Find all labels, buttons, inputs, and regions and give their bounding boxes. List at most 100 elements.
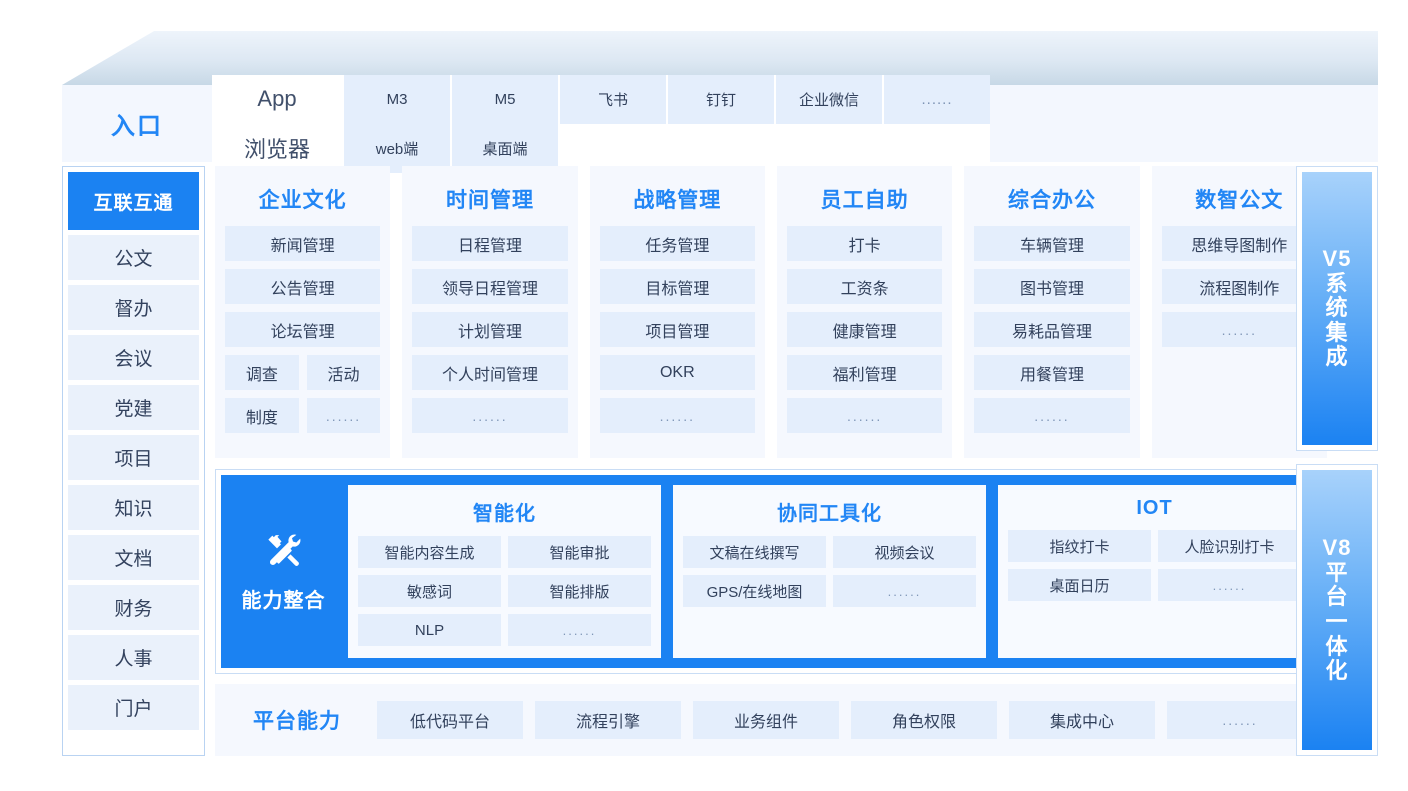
tools-icon	[264, 534, 304, 575]
capability-item[interactable]: 文稿在线撰写	[683, 536, 826, 568]
capability-card-title: 协同工具化	[777, 503, 882, 525]
module-item[interactable]: ......	[599, 398, 755, 433]
module-item[interactable]: 个人时间管理	[412, 355, 568, 390]
module-item[interactable]: 项目管理	[599, 312, 755, 347]
module-item[interactable]: 工资条	[786, 269, 943, 304]
capability-item[interactable]: ......	[508, 614, 651, 646]
module-item[interactable]: ......	[1161, 312, 1317, 347]
side-bar-v8[interactable]: V8平台一体化	[1296, 464, 1378, 756]
sidebar-item-门户[interactable]: 门户	[68, 685, 199, 730]
capability-item[interactable]: GPS/在线地图	[683, 575, 826, 607]
entry-item[interactable]: M3	[344, 74, 450, 124]
platform-item[interactable]: ......	[1167, 701, 1313, 739]
side-bar-v5-label: V5系统集成	[1322, 245, 1352, 370]
capability-card-grid: 指纹打卡人脸识别打卡桌面日历......	[1008, 530, 1301, 601]
entry-item[interactable]: M5	[452, 74, 558, 124]
module-item[interactable]: ......	[974, 398, 1130, 433]
capability-item[interactable]: 智能排版	[508, 575, 651, 607]
module-item[interactable]: 论坛管理	[225, 312, 381, 347]
capability-item[interactable]: 智能审批	[508, 536, 651, 568]
capability-integration-block: 能力整合	[231, 531, 336, 613]
capability-item[interactable]: 桌面日历	[1008, 569, 1151, 601]
sidebar-item-人事[interactable]: 人事	[68, 635, 199, 680]
sidebar-item-督办[interactable]: 督办	[68, 285, 199, 330]
module-item[interactable]: ......	[412, 398, 568, 433]
module-item[interactable]: 计划管理	[412, 312, 568, 347]
capability-label: 能力整合	[241, 589, 326, 612]
capability-item[interactable]: 敏感词	[358, 575, 501, 607]
sidebar-item-党建[interactable]: 党建	[68, 385, 199, 430]
sidebar-item-会议[interactable]: 会议	[68, 335, 199, 380]
module-item[interactable]: ......	[306, 398, 381, 433]
capability-card-title: 智能化	[473, 503, 536, 525]
sidebar-item-文档[interactable]: 文档	[68, 535, 199, 580]
module-item[interactable]: 流程图制作	[1161, 269, 1317, 304]
capability-item-row: 桌面日历......	[1008, 569, 1301, 601]
module-item[interactable]: 活动	[306, 355, 381, 390]
platform-item[interactable]: 低代码平台	[377, 701, 523, 739]
platform-item[interactable]: 集成中心	[1009, 701, 1155, 739]
module-item[interactable]: 车辆管理	[974, 226, 1130, 261]
capability-item[interactable]: 人脸识别打卡	[1158, 530, 1301, 562]
module-item[interactable]: 制度	[225, 398, 299, 433]
module-column-4: 员工自助打卡工资条健康管理福利管理......	[776, 166, 953, 458]
sidebar-item-项目[interactable]: 项目	[68, 435, 199, 480]
capability-item-row: 敏感词智能排版	[358, 575, 651, 607]
module-item[interactable]: 公告管理	[225, 269, 381, 304]
sidebar-item-interconnect[interactable]: 互联互通	[68, 172, 199, 230]
architecture-main: 互联互通 公文督办会议党建项目知识文档财务人事门户 企业文化新闻管理公告管理论坛…	[62, 166, 1378, 761]
capability-item[interactable]: 指纹打卡	[1008, 530, 1151, 562]
module-item[interactable]: ......	[786, 398, 943, 433]
module-column-title: 企业文化	[258, 189, 347, 212]
module-item[interactable]: 思维导图制作	[1161, 226, 1317, 261]
module-item[interactable]: 新闻管理	[225, 226, 381, 261]
sidebar-item-公文[interactable]: 公文	[68, 235, 199, 280]
entry-item[interactable]: web端	[344, 123, 450, 173]
capability-item[interactable]: 智能内容生成	[358, 536, 501, 568]
module-column-2: 时间管理日程管理领导日程管理计划管理个人时间管理......	[402, 166, 578, 458]
platform-item[interactable]: 流程引擎	[535, 701, 681, 739]
module-column-5: 综合办公车辆管理图书管理易耗品管理用餐管理......	[964, 166, 1140, 458]
module-item[interactable]: 福利管理	[786, 355, 943, 390]
sidebar-item-知识[interactable]: 知识	[68, 485, 199, 530]
module-item[interactable]: 任务管理	[599, 226, 755, 261]
capability-item-row: 指纹打卡人脸识别打卡	[1008, 530, 1301, 562]
module-item[interactable]: 打卡	[786, 226, 943, 261]
entry-item[interactable]: 桌面端	[452, 123, 558, 173]
entry-item[interactable]: 企业微信	[776, 74, 882, 124]
side-bar-v5[interactable]: V5系统集成	[1296, 166, 1378, 451]
capability-item[interactable]: NLP	[358, 614, 501, 646]
module-item[interactable]: 目标管理	[599, 269, 755, 304]
capability-item[interactable]: ......	[1158, 569, 1301, 601]
sidebar-item-财务[interactable]: 财务	[68, 585, 199, 630]
entry-group-head: 浏览器	[243, 137, 310, 162]
left-rail-items: 公文督办会议党建项目知识文档财务人事门户	[68, 235, 199, 730]
module-item[interactable]: 日程管理	[412, 226, 568, 261]
platform-item[interactable]: 角色权限	[851, 701, 997, 739]
module-item[interactable]: 易耗品管理	[974, 312, 1130, 347]
module-item-row: 制度......	[225, 398, 381, 433]
module-item[interactable]: OKR	[599, 355, 755, 390]
entry-item[interactable]: ......	[884, 74, 990, 124]
entry-group-2: 浏览器 web端桌面端	[212, 123, 990, 173]
module-item[interactable]: 领导日程管理	[412, 269, 568, 304]
entry-band-title: 入口	[111, 113, 163, 140]
module-item[interactable]: 图书管理	[974, 269, 1130, 304]
entry-item[interactable]: 飞书	[560, 74, 666, 124]
module-item[interactable]: 用餐管理	[974, 355, 1130, 390]
module-item[interactable]: 调查	[225, 355, 299, 390]
capability-item[interactable]: 视频会议	[833, 536, 976, 568]
module-item[interactable]: 健康管理	[786, 312, 943, 347]
platform-item[interactable]: 业务组件	[693, 701, 839, 739]
platform-capability-items: 低代码平台流程引擎业务组件角色权限集成中心......	[365, 701, 1313, 739]
capability-item-row: NLP......	[358, 614, 651, 646]
capability-item[interactable]: ......	[833, 575, 976, 607]
entry-group-head: App	[257, 86, 297, 111]
entry-item[interactable]: 钉钉	[668, 74, 774, 124]
